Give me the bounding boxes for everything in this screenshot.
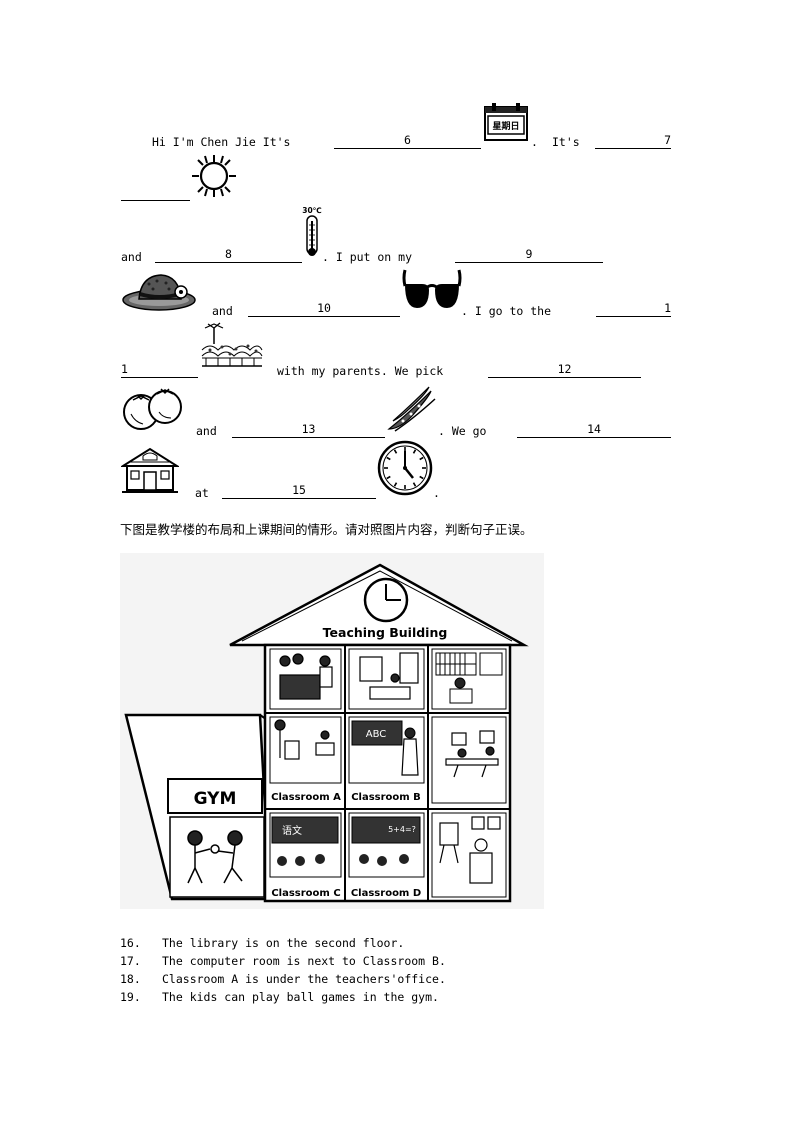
blank-6-number: 6: [404, 133, 411, 147]
question-17: 17. The computer room is next to Classroo…: [120, 950, 446, 969]
thermometer-text: 30℃: [302, 206, 322, 215]
farm-icon: [200, 320, 264, 372]
put-on-text: . I put on my: [322, 250, 413, 264]
classroom-b-label: Classroom B: [351, 792, 421, 803]
blank-14[interactable]: 14: [517, 423, 671, 438]
blank-11-number-part1: 1: [664, 301, 671, 315]
board-c-text: 语文: [282, 824, 302, 837]
and-text-2: and: [212, 304, 233, 318]
period-end: .: [433, 486, 440, 500]
and-text-1: and: [121, 250, 142, 264]
board-b-text: ABC: [366, 729, 387, 740]
blank-11-part2[interactable]: 1: [121, 363, 198, 378]
blank-14-number: 14: [587, 422, 601, 436]
question-text: The kids can play ball games in the gym.: [162, 990, 439, 1004]
sun-icon: [191, 154, 237, 198]
we-go-text: . We go: [438, 424, 487, 438]
sunglasses-icon: [402, 268, 462, 312]
blank-13-number: 13: [301, 422, 316, 436]
blank-7-part2[interactable]: [121, 200, 190, 201]
blank-10[interactable]: 10: [248, 302, 400, 317]
classroom-d-label: Classroom D: [351, 888, 421, 899]
blank-6[interactable]: 6: [334, 134, 481, 149]
blank-15[interactable]: 15: [222, 484, 376, 499]
blank-11-number-part2: 1: [121, 362, 128, 376]
blank-12-number: 12: [557, 362, 572, 376]
section2-instruction: 下图是教学楼的布局和上课期间的情形。请对照图片内容，判断句子正误。: [120, 522, 533, 537]
blank-15-number: 15: [292, 483, 306, 497]
teaching-building-figure: GYM Teaching Building: [120, 553, 544, 909]
question-number: 17.: [120, 954, 141, 968]
clock-icon: [377, 440, 433, 496]
gym-label: GYM: [194, 789, 237, 809]
at-text: at: [195, 486, 209, 500]
classroom-c-label: Classroom C: [271, 888, 340, 899]
go-to-text: . I go to the: [461, 304, 552, 318]
calendar-icon: 星期日: [484, 102, 530, 142]
question-number: 19.: [120, 990, 141, 1004]
classroom-a-label: Classroom A: [271, 792, 341, 803]
board-d-text: 5+4=?: [388, 825, 416, 834]
question-19: 19. The kids can play ball games in the g…: [120, 986, 439, 1005]
intro-text: Hi I'm Chen Jie It's: [152, 135, 291, 149]
green-beans-icon: [385, 385, 437, 435]
blank-7-number: 7: [664, 133, 671, 147]
blank-9[interactable]: 9: [455, 248, 603, 263]
blank-13[interactable]: 13: [232, 423, 385, 438]
question-text: Classroom A is under the teachers'office…: [162, 972, 446, 986]
tomatoes-icon: [121, 382, 185, 432]
blank-10-number: 10: [317, 301, 331, 315]
thermometer-icon: 30℃: [300, 205, 324, 259]
blank-7-part1[interactable]: 7: [595, 134, 671, 149]
question-16: 16. The library is on the second floor.: [120, 932, 404, 951]
blank-12[interactable]: 12: [488, 363, 641, 378]
building-title: Teaching Building: [323, 625, 448, 640]
question-text: The library is on the second floor.: [162, 936, 405, 950]
question-text: The computer room is next to Classroom B…: [162, 954, 446, 968]
period-1: .: [531, 135, 538, 149]
with-parents-text: with my parents. We pick: [277, 364, 444, 378]
and-text-3: and: [196, 424, 217, 438]
blank-8-number: 8: [225, 247, 232, 261]
blank-9-number: 9: [525, 247, 533, 261]
blank-11-part1[interactable]: 1: [596, 302, 671, 317]
home-icon: [119, 446, 181, 494]
question-number: 16.: [120, 936, 141, 950]
calendar-text: 星期日: [492, 120, 519, 132]
hat-icon: [121, 270, 199, 314]
its-text: It's: [552, 135, 580, 149]
question-number: 18.: [120, 972, 141, 986]
question-18: 18. Classroom A is under the teachers'off…: [120, 968, 446, 987]
blank-8[interactable]: 8: [155, 248, 302, 263]
